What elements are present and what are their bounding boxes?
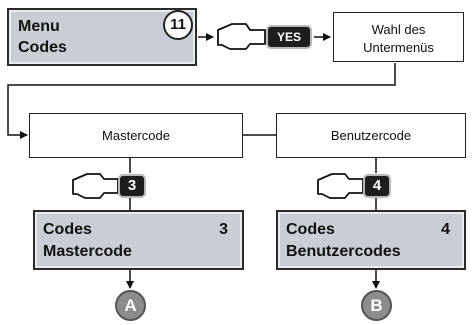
lcd-left-line2: Mastercode bbox=[43, 243, 132, 260]
benutzercode-label: Benutzercode bbox=[330, 128, 412, 143]
key-4-button[interactable]: 4 bbox=[363, 174, 391, 198]
mastercode-label: Mastercode bbox=[102, 128, 170, 143]
node-a[interactable]: A bbox=[115, 290, 146, 321]
lcd-line2: Codes bbox=[18, 39, 67, 56]
lcd-left-line1: Codes bbox=[43, 221, 92, 238]
submenu-line2: Untermenüs bbox=[363, 40, 434, 55]
key-3-button[interactable]: 3 bbox=[118, 174, 146, 198]
benutzercode-box: Benutzercode bbox=[276, 113, 466, 158]
hand-icon-key3 bbox=[72, 173, 119, 199]
arrow-submenu-to-mastercode bbox=[7, 63, 396, 139]
lcd-left-number: 3 bbox=[219, 221, 228, 238]
yes-button[interactable]: YES bbox=[266, 25, 312, 49]
menu-number-badge: 11 bbox=[163, 10, 193, 40]
lcd-line1: Menu bbox=[18, 18, 60, 35]
node-b[interactable]: B bbox=[361, 290, 392, 321]
lcd-right-line2: Benutzercodes bbox=[286, 243, 401, 260]
lcd-right-line1: Codes bbox=[286, 221, 335, 238]
lcd-benutzercodes: Codes 4 Benutzercodes bbox=[276, 210, 466, 270]
lcd-mastercode: Codes 3 Mastercode bbox=[33, 210, 244, 270]
hand-icon-yes bbox=[217, 23, 266, 50]
submenu-selection-box: Wahl des Untermenüs bbox=[333, 12, 464, 62]
hand-icon-key4 bbox=[317, 173, 364, 199]
lcd-right-number: 4 bbox=[441, 221, 450, 238]
mastercode-box: Mastercode bbox=[29, 113, 243, 158]
submenu-line1: Wahl des bbox=[371, 22, 426, 37]
